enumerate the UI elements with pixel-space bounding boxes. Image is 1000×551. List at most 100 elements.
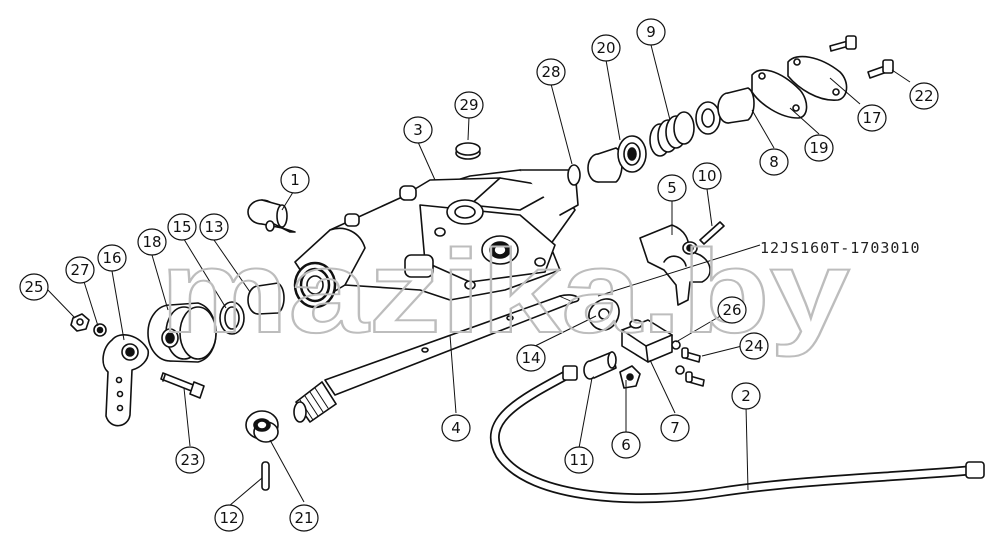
callout-label: 28 — [541, 63, 560, 81]
callout-circle — [289, 504, 319, 532]
part-23-bolt — [160, 372, 205, 399]
part-25-nut — [70, 313, 90, 332]
callout-circle — [591, 34, 621, 62]
callout-label: 8 — [769, 153, 779, 171]
callout-c12: 12 — [214, 504, 244, 532]
callout-c14: 14 — [516, 344, 546, 372]
callout-c8: 8 — [759, 148, 789, 176]
callout-c11: 11 — [564, 446, 594, 474]
callout-circle — [636, 18, 666, 46]
callout-circle — [611, 431, 641, 459]
callout-c7: 7 — [660, 414, 690, 442]
callout-label: 10 — [697, 167, 716, 185]
callout-circle — [804, 134, 834, 162]
callout-circle — [97, 244, 127, 272]
callout-c27: 27 — [65, 256, 95, 284]
callout-label: 14 — [521, 349, 540, 367]
callout-c1: 1 — [280, 166, 310, 194]
part-6-fitting — [619, 365, 641, 389]
callout-label: 22 — [914, 87, 933, 105]
part-20-bearing — [617, 135, 647, 173]
callout-circle — [536, 58, 566, 86]
callout-circle — [857, 104, 887, 132]
part-9-spring — [649, 111, 695, 157]
part-19-gasket — [751, 69, 808, 119]
part-15-seal — [219, 301, 245, 335]
part-7-valve — [621, 319, 673, 363]
part-4-shaft — [293, 294, 580, 423]
callout-c25: 25 — [19, 273, 49, 301]
part-28-oring — [567, 164, 581, 186]
callout-circle — [65, 256, 95, 284]
callout-circle — [692, 162, 722, 190]
part-5-bracket — [639, 224, 711, 306]
callout-label: 26 — [722, 301, 741, 319]
callout-circle — [739, 332, 769, 360]
callout-c19: 19 — [804, 134, 834, 162]
callout-circle — [731, 382, 761, 410]
callout-label: 12 — [219, 509, 238, 527]
part-13-bushing — [247, 282, 285, 315]
callout-c9: 9 — [636, 18, 666, 46]
callout-circle — [441, 414, 471, 442]
part-18-gear — [147, 302, 217, 363]
callout-circle — [175, 446, 205, 474]
callout-circle — [717, 296, 747, 324]
callout-circle — [516, 344, 546, 372]
callout-group: 1234567891011121314151617181920212223242… — [19, 18, 939, 532]
part-21-collar — [245, 410, 279, 443]
callout-c23: 23 — [175, 446, 205, 474]
callout-label: 23 — [180, 451, 199, 469]
callout-c21: 21 — [289, 504, 319, 532]
part-16-lever — [102, 334, 150, 427]
part-14-flange — [588, 298, 620, 331]
callout-c18: 18 — [137, 228, 167, 256]
callout-label: 18 — [142, 233, 161, 251]
part-1-plug — [247, 199, 296, 233]
callout-c17: 17 — [857, 104, 887, 132]
part-27-washer — [93, 323, 107, 337]
callout-circle — [454, 91, 484, 119]
part-22-bolt-upper — [829, 35, 857, 52]
callout-c15: 15 — [167, 213, 197, 241]
callout-c26: 26 — [717, 296, 747, 324]
drawing-part-number: 12JS160T-1703010 — [760, 239, 921, 257]
part-12-pin — [261, 461, 270, 491]
part-26-screw — [671, 340, 701, 363]
part-24-screw — [675, 365, 705, 387]
callout-label: 19 — [809, 139, 828, 157]
callout-c2: 2 — [731, 382, 761, 410]
callout-label: 21 — [294, 509, 313, 527]
callout-circle — [909, 82, 939, 110]
callout-circle — [759, 148, 789, 176]
callout-label: 13 — [204, 218, 223, 236]
callout-circle — [167, 213, 197, 241]
part-spacer-ring — [695, 101, 721, 135]
part-29-ring — [455, 142, 481, 160]
callout-label: 25 — [24, 278, 43, 296]
callout-label: 1 — [290, 171, 300, 189]
part-20-bearing-sleeve — [587, 147, 623, 183]
callout-circle — [199, 213, 229, 241]
watermark: mazika.by — [159, 225, 851, 359]
callout-c29: 29 — [454, 91, 484, 119]
watermark-text: mazika.by — [160, 226, 850, 358]
callout-circle — [137, 228, 167, 256]
callout-c4: 4 — [441, 414, 471, 442]
callout-c20: 20 — [591, 34, 621, 62]
part-11-fitting — [583, 351, 617, 380]
callout-c24: 24 — [739, 332, 769, 360]
part-17-cover — [787, 55, 848, 101]
callout-circle — [19, 273, 49, 301]
callout-c5: 5 — [657, 174, 687, 202]
callout-c22: 22 — [909, 82, 939, 110]
callout-label: 16 — [102, 249, 121, 267]
callout-circle — [564, 446, 594, 474]
callout-label: 29 — [459, 96, 478, 114]
callout-label: 15 — [172, 218, 191, 236]
callout-label: 11 — [569, 451, 588, 469]
callout-c10: 10 — [692, 162, 722, 190]
callout-c13: 13 — [199, 213, 229, 241]
